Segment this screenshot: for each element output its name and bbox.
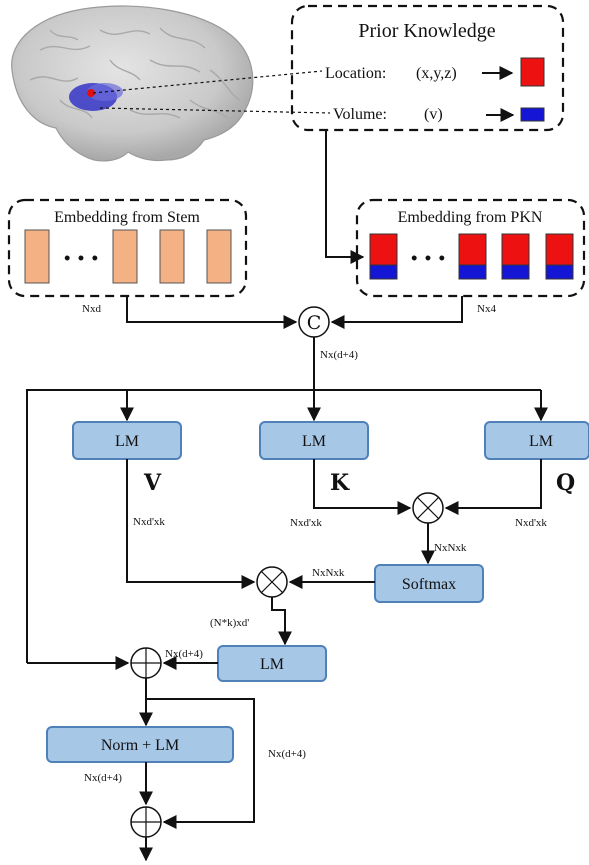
stem-token-2 xyxy=(112,229,138,284)
pkn-token-2 xyxy=(458,233,487,280)
skip-dim-label: Nx(d+4) xyxy=(268,748,306,760)
location-value: (x,y,z) xyxy=(416,65,457,82)
q-lm-label: LM xyxy=(529,433,553,450)
softmax-box xyxy=(374,564,484,603)
volume-label: Volume: xyxy=(333,106,387,123)
residual-add-node-2 xyxy=(130,806,162,838)
brain-illustration xyxy=(11,5,254,162)
location-leader-line xyxy=(92,70,323,94)
attention-multiply-node xyxy=(256,566,288,598)
volume-leader-line xyxy=(99,107,331,114)
k-letter: K xyxy=(330,470,350,496)
location-label: Location: xyxy=(325,65,386,82)
pkn-token-3 xyxy=(501,233,530,280)
mul-to-lm-arrow xyxy=(271,597,292,646)
qk-multiply-node xyxy=(412,492,444,524)
pkn-embedding-box: Embedding from PKN • • • xyxy=(355,198,586,298)
pkn-token-4 xyxy=(545,233,574,280)
concat-dim-label: Nx(d+4) xyxy=(320,349,358,361)
stem-title: Embedding from Stem xyxy=(54,209,200,226)
k-dim-label: Nxd'xk xyxy=(290,517,322,529)
v-letter: V xyxy=(143,470,162,496)
q-to-mul-arrow xyxy=(444,459,542,515)
pkn-title: Embedding from PKN xyxy=(398,209,543,226)
prior-knowledge-title: Prior Knowledge xyxy=(358,20,495,42)
norm-lm-label: Norm + LM xyxy=(101,737,179,754)
softmax-out-dim-label: NxNxk xyxy=(312,567,345,579)
output-lm-label: LM xyxy=(260,656,284,673)
score-dim-label: NxNxk xyxy=(434,542,467,554)
distribution-bus xyxy=(26,389,541,663)
stem-dim-label: Nxd xyxy=(82,303,101,315)
v-lm-label: LM xyxy=(115,433,139,450)
weighted-dim-label: (N*k)xd' xyxy=(210,617,249,629)
pkn-ellipsis: • • • xyxy=(410,251,447,267)
skip-connection-arrow xyxy=(146,698,255,829)
pkn-token-1 xyxy=(369,233,398,280)
k-lm-label: LM xyxy=(302,433,326,450)
v-dim-label: Nxd'xk xyxy=(133,516,165,528)
location-token xyxy=(520,57,545,87)
q-letter: Q xyxy=(556,470,575,496)
volume-value: (v) xyxy=(424,106,443,123)
stem-ellipsis: • • • xyxy=(63,251,100,267)
q-lm-box xyxy=(484,421,589,460)
lm-out-dim-label: Nx(d+4) xyxy=(165,648,203,660)
prior-knowledge-box: Prior Knowledge Location: (x,y,z) Volume… xyxy=(290,4,565,132)
stem-token-3 xyxy=(159,229,185,284)
norm-out-dim-label: Nx(d+4) xyxy=(84,772,122,784)
stem-embedding-box: Embedding from Stem • • • xyxy=(7,198,248,298)
softmax-label: Softmax xyxy=(402,576,456,593)
norm-lm-box xyxy=(46,726,234,763)
stem-token-1 xyxy=(24,229,50,284)
pkn-dim-label: Nx4 xyxy=(477,303,496,315)
residual-add-node-1 xyxy=(130,647,162,679)
concat-symbol: C xyxy=(307,312,322,334)
pkn-to-concat-arrow xyxy=(330,296,463,329)
q-dim-label: Nxd'xk xyxy=(515,517,547,529)
pk-to-pkn-arrow xyxy=(325,131,365,264)
stem-to-concat-arrow xyxy=(126,296,298,329)
k-to-mul-arrow xyxy=(313,459,412,515)
volume-token xyxy=(520,107,545,122)
v-to-mul-arrow xyxy=(126,459,256,589)
stem-token-4 xyxy=(206,229,232,284)
